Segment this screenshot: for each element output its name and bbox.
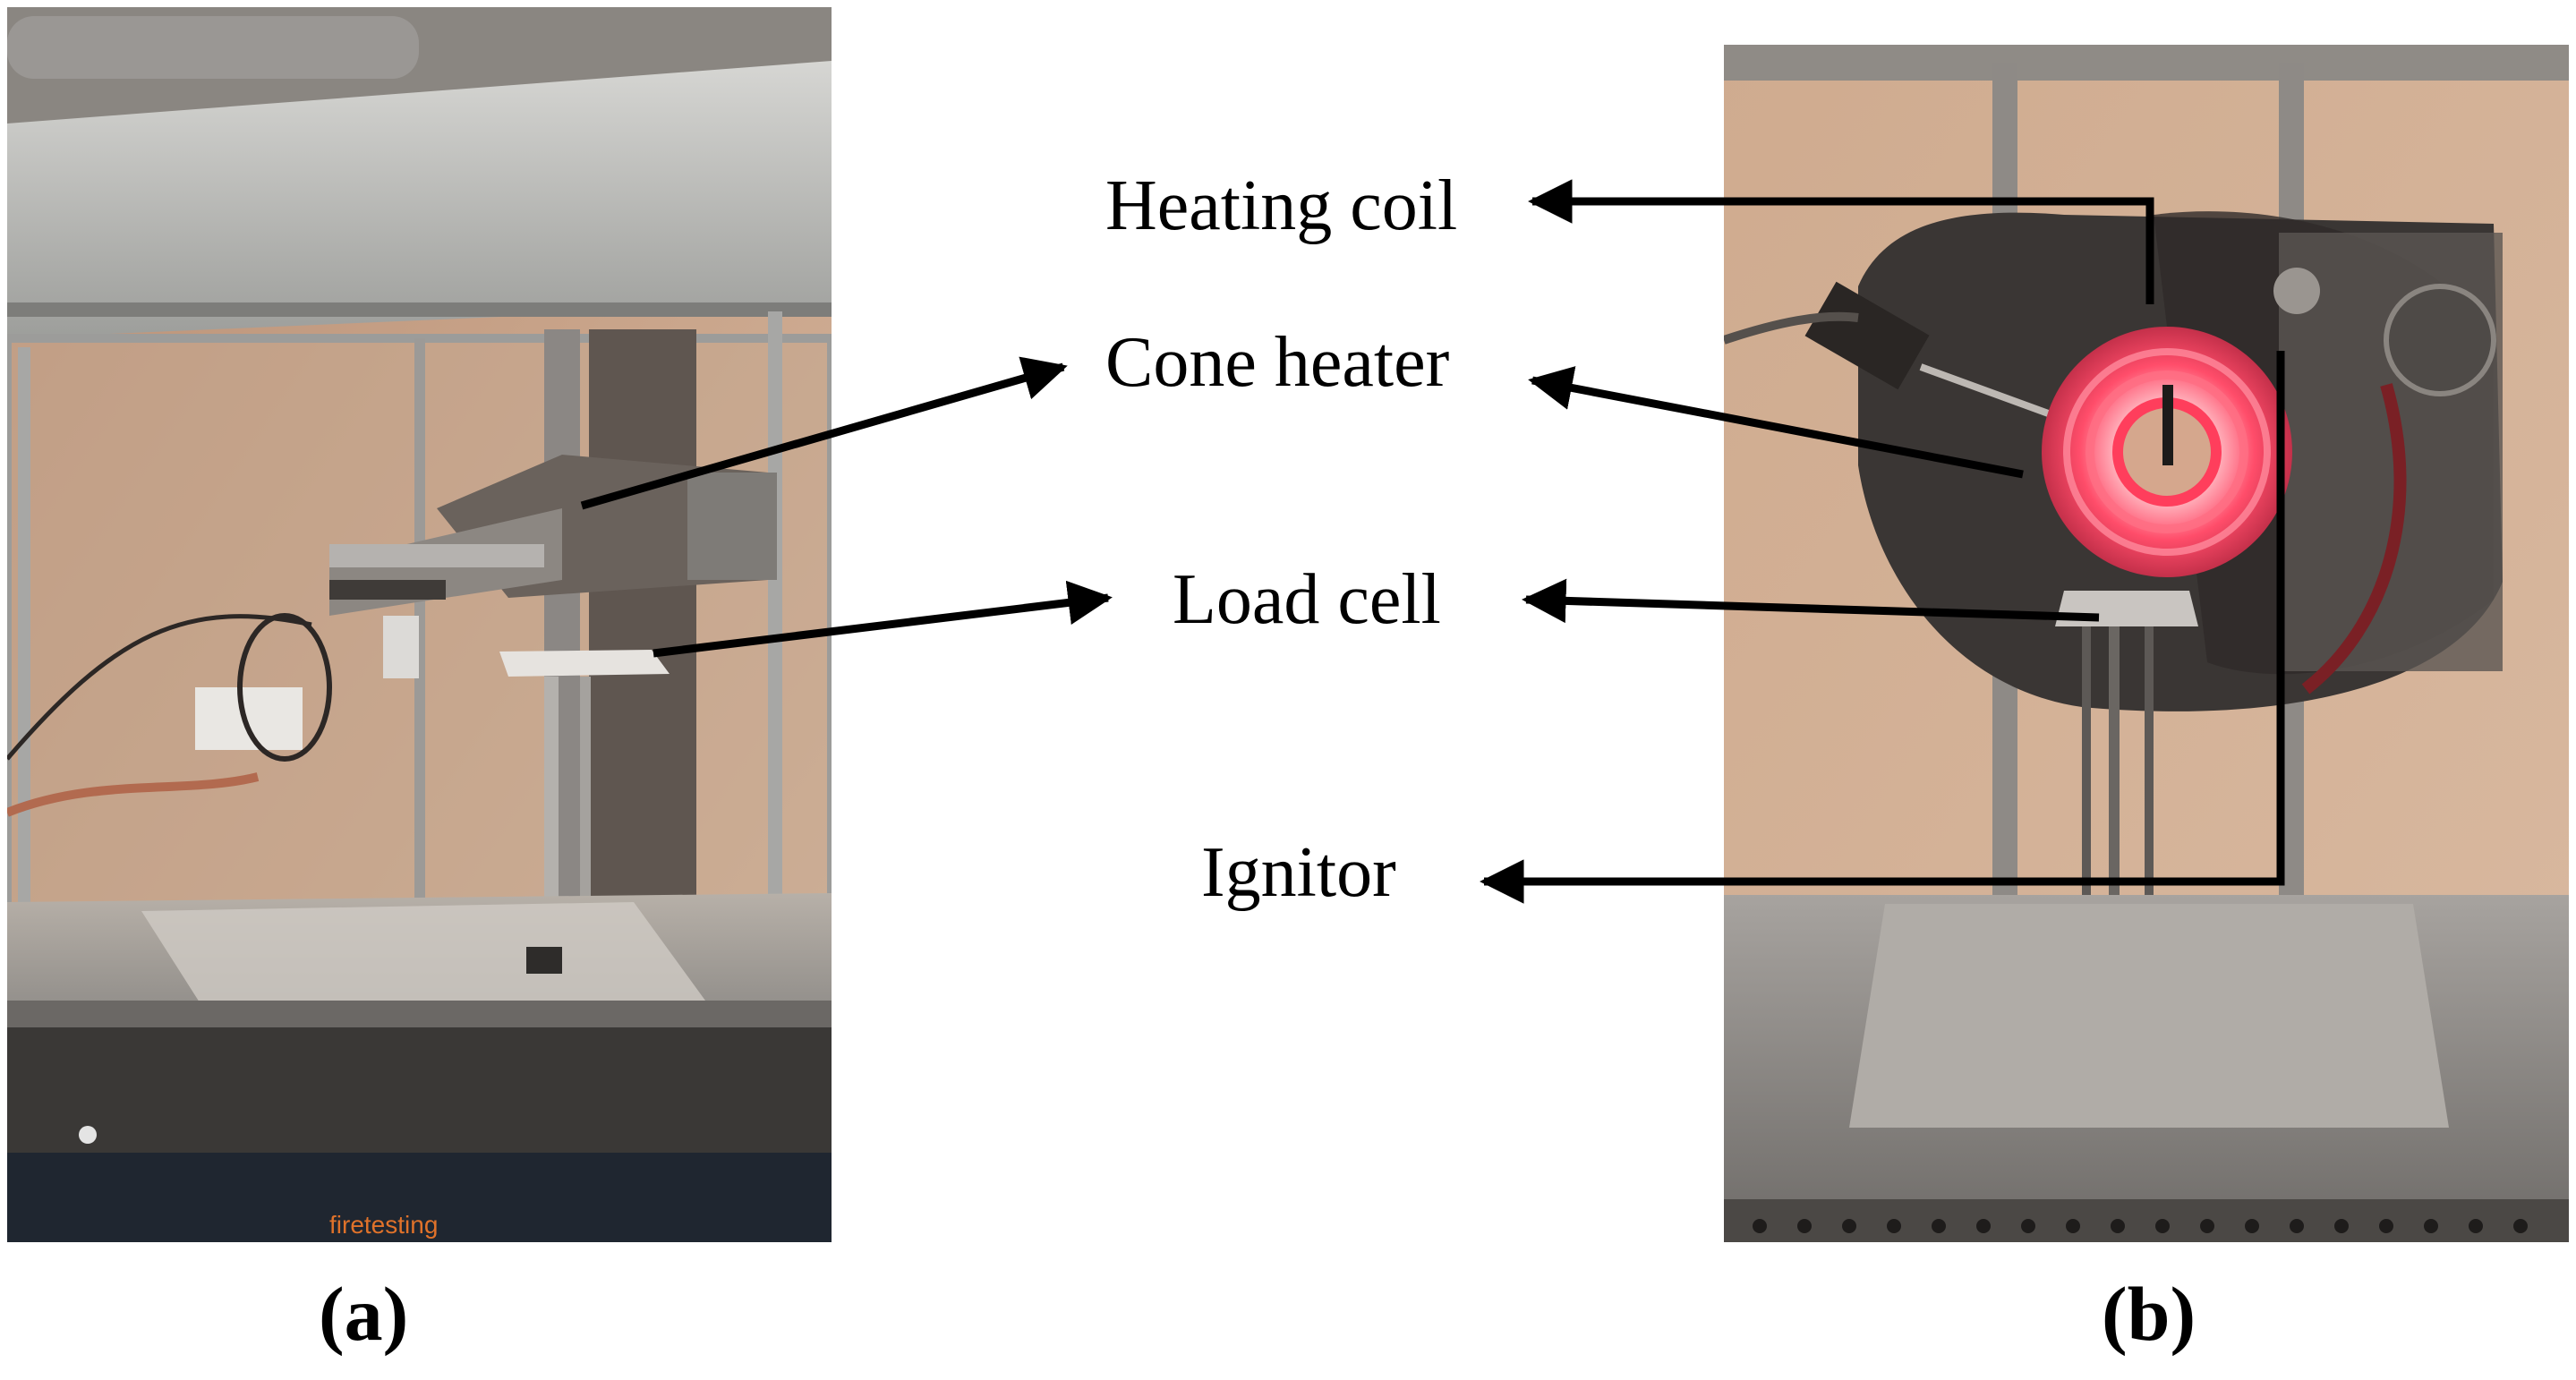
cable-loop <box>237 613 332 762</box>
photo-panel-a: firetesting <box>7 7 832 1242</box>
arrow-cone-heater-a <box>580 356 1068 510</box>
exhaust-duct <box>7 16 419 79</box>
photo-panel-b <box>1724 45 2569 1242</box>
caption-b: (b) <box>2102 1271 2196 1357</box>
arrow-ignitor-b <box>1480 351 2285 904</box>
hose <box>2301 383 2407 694</box>
apparatus-photo-a: firetesting <box>7 7 832 1242</box>
label-heating-coil: Heating coil <box>1105 166 1458 245</box>
cabinet <box>7 1153 832 1242</box>
base-plate <box>141 902 705 1009</box>
perforated-rail <box>1753 1219 2528 1233</box>
arrow-load-cell-a <box>653 580 1113 658</box>
label-ignitor: Ignitor <box>1201 833 1396 912</box>
arrow-heating-coil-b <box>1528 179 2154 304</box>
arrow-cone-heater-b <box>1528 366 2024 479</box>
wall-socket <box>195 687 303 750</box>
label-load-cell: Load cell <box>1173 560 1441 639</box>
base-plate <box>1849 904 2449 1128</box>
arrow-load-cell-b <box>1522 578 2100 624</box>
ignitor-motor <box>383 616 419 678</box>
label-cone-heater: Cone heater <box>1105 323 1450 402</box>
ignitor-actuator <box>1804 281 1930 390</box>
apparatus-photo-b <box>1724 45 2569 1242</box>
extraction-hood <box>7 61 832 338</box>
support-column <box>589 329 696 956</box>
caption-a: (a) <box>319 1271 409 1357</box>
brand-logo: firetesting <box>329 1211 438 1239</box>
specimen-holder <box>499 650 670 677</box>
